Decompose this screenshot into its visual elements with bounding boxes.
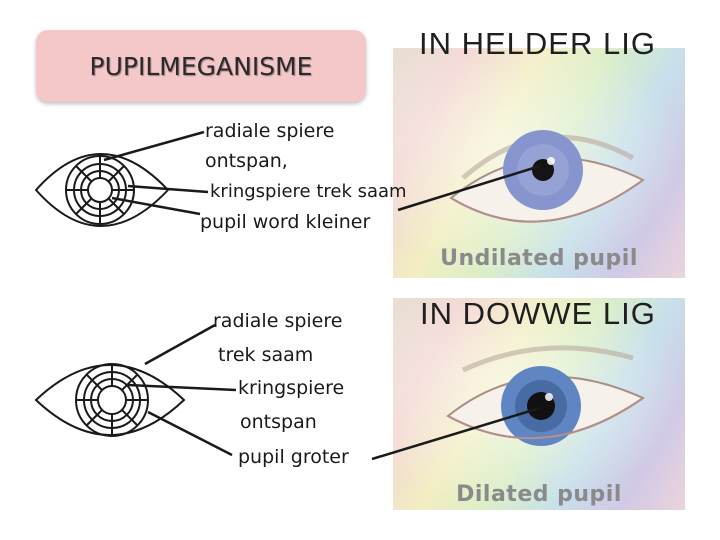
label-circular-contract: kringspiere trek saam xyxy=(210,181,407,202)
bright-light-heading: IN HELDER LIG xyxy=(419,26,656,61)
undilated-pupil-photo: Undilated pupil xyxy=(393,48,685,278)
label-relax-bright: ontspan, xyxy=(205,150,288,172)
dim-light-heading: IN DOWWE LIG xyxy=(420,296,656,331)
label-pupil-larger: pupil groter xyxy=(238,446,349,468)
label-radial-muscles-dim: radiale spiere xyxy=(213,310,343,332)
title-box: PUPILMEGANISME xyxy=(36,30,366,102)
pointer-lines-dim xyxy=(127,323,541,461)
undilated-caption: Undilated pupil xyxy=(440,246,638,271)
eye-diagram-icon xyxy=(34,363,186,437)
undilated-eye-photo xyxy=(449,130,645,223)
label-circular-dim: kringspiere xyxy=(238,377,345,399)
dilated-pupil-photo: Dilated pupil xyxy=(393,298,685,510)
dilated-caption: Dilated pupil xyxy=(456,482,622,507)
label-pupil-smaller: pupil word kleiner xyxy=(200,211,371,233)
label-contract-dim: trek saam xyxy=(218,344,314,366)
label-relax-dim: ontspan xyxy=(240,411,317,433)
eye-diagram-icon xyxy=(34,153,170,227)
pointer-lines-bright xyxy=(103,130,541,216)
dilated-eye-photo xyxy=(446,345,646,446)
page-title: PUPILMEGANISME xyxy=(89,51,313,81)
label-radial-muscles-bright: radiale spiere xyxy=(205,120,335,142)
pupil-small xyxy=(532,159,554,181)
